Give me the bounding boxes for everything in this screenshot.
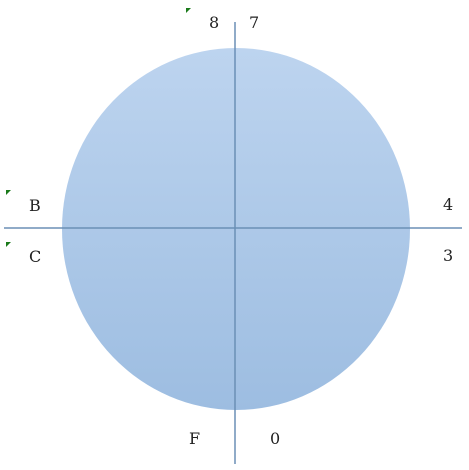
label-left-lower: C: [29, 247, 42, 266]
comment-marker-top: [186, 8, 191, 13]
label-right-lower: 3: [443, 246, 454, 265]
label-top-right: 7: [249, 13, 260, 32]
label-right-upper: 4: [443, 195, 454, 214]
label-bottom-left: F: [189, 429, 201, 448]
comment-marker-left-lower: [6, 242, 11, 247]
comment-marker-left-upper: [6, 190, 11, 195]
label-bottom-right: 0: [270, 429, 281, 448]
label-top-left: 8: [209, 13, 220, 32]
label-left-upper: B: [29, 196, 41, 215]
circle: [62, 48, 410, 410]
